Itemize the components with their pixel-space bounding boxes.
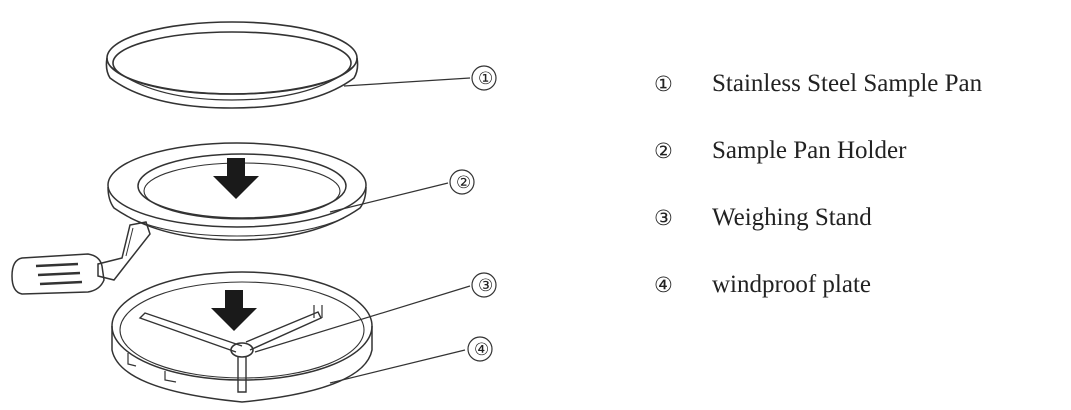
legend-number: ① — [654, 71, 673, 96]
leader-line-3 — [254, 285, 471, 353]
callout-number-1: ① — [478, 69, 493, 89]
pan-holder-illustration — [11, 142, 367, 295]
callout-circle-4 — [467, 336, 493, 362]
down-arrow-icon — [211, 290, 257, 331]
legend-number: ② — [654, 138, 673, 163]
leader-line-2 — [329, 182, 449, 213]
leader-line-4 — [329, 349, 466, 384]
legend-label: Stainless Steel Sample Pan — [712, 69, 983, 97]
legend-item-pan-holder: ② Sample Pan Holder — [654, 134, 982, 167]
legend-number: ③ — [654, 205, 673, 230]
callout-circle-3 — [471, 272, 497, 298]
down-arrow-icon — [213, 158, 259, 199]
stand-illustration — [111, 271, 373, 403]
sample-pan-illustration — [105, 21, 359, 109]
callout-circle-1 — [471, 65, 497, 91]
legend-label: windproof plate — [712, 270, 871, 298]
legend-item-windproof-plate: ④ windproof plate — [654, 268, 982, 301]
callout-number-4: ④ — [474, 340, 489, 360]
callout-number-2: ② — [456, 173, 471, 193]
legend-item-sample-pan: ① Stainless Steel Sample Pan — [654, 67, 982, 100]
callout-circle-2 — [449, 169, 475, 195]
legend-number: ④ — [654, 272, 673, 297]
leader-line-1 — [343, 77, 471, 87]
parts-legend: ① Stainless Steel Sample Pan ② Sample Pa… — [654, 67, 982, 335]
callout-number-3: ③ — [478, 276, 493, 296]
legend-label: Weighing Stand — [712, 203, 872, 231]
exploded-assembly-diagram: ① ② ③ ④ — [11, 21, 497, 403]
legend-item-weighing-stand: ③ Weighing Stand — [654, 201, 982, 234]
legend-label: Sample Pan Holder — [712, 136, 907, 164]
